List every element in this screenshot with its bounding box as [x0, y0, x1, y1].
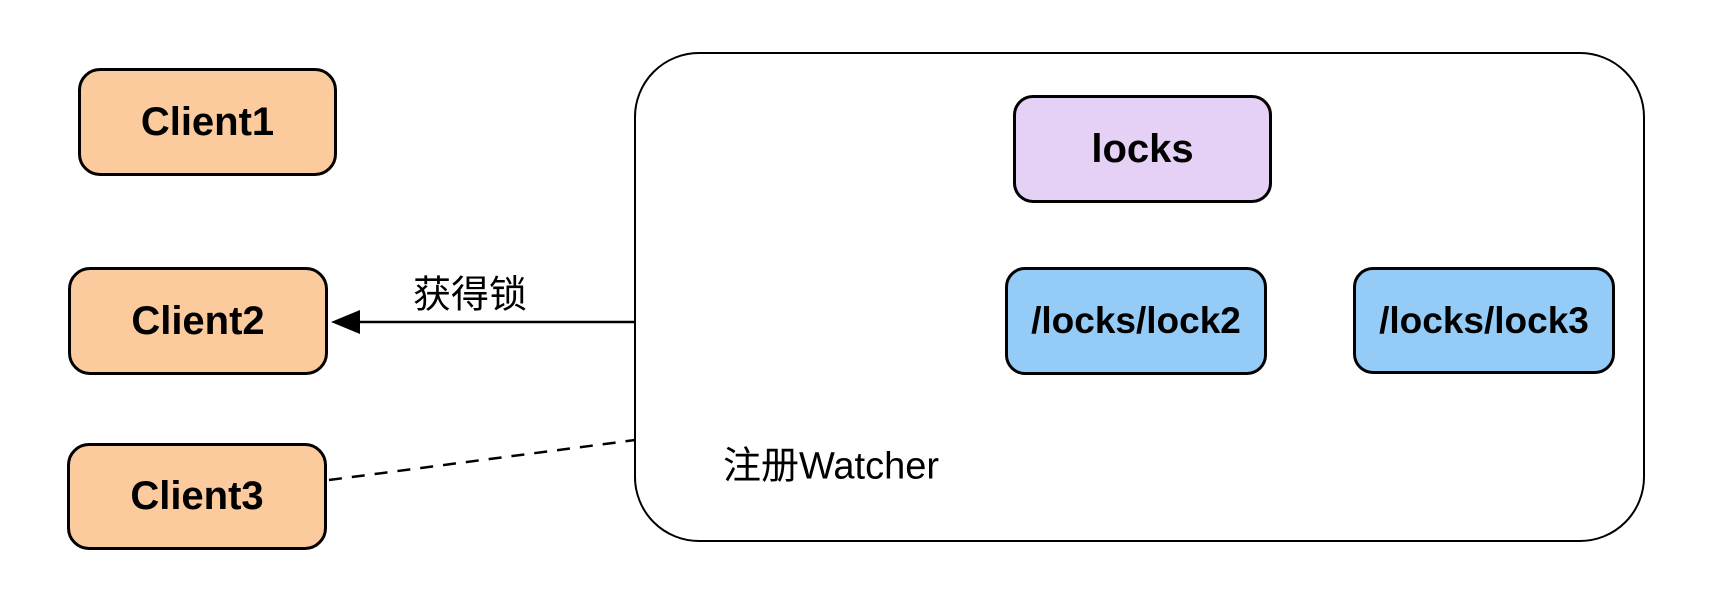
lock2-label: /locks/lock2	[1031, 300, 1241, 341]
client1-label: Client1	[140, 99, 275, 144]
lock3-node: /locks/lock3	[1353, 267, 1615, 374]
client1-node: Client1	[78, 68, 337, 176]
lock2-node: /locks/lock2	[1005, 267, 1267, 375]
locks-root-label: locks	[1091, 126, 1194, 171]
lock3-label: /locks/lock3	[1379, 299, 1589, 341]
client3-node: Client3	[67, 443, 327, 550]
client2-node: Client2	[68, 267, 328, 375]
register-watcher-label: 注册Watcher	[722, 445, 940, 488]
acquire-lock-arrowhead-icon	[331, 310, 360, 334]
locks-root-node: locks	[1013, 95, 1272, 203]
client3-label: Client3	[130, 474, 264, 518]
client2-label: Client2	[131, 298, 265, 343]
acquire-lock-label: 获得锁	[412, 274, 528, 317]
